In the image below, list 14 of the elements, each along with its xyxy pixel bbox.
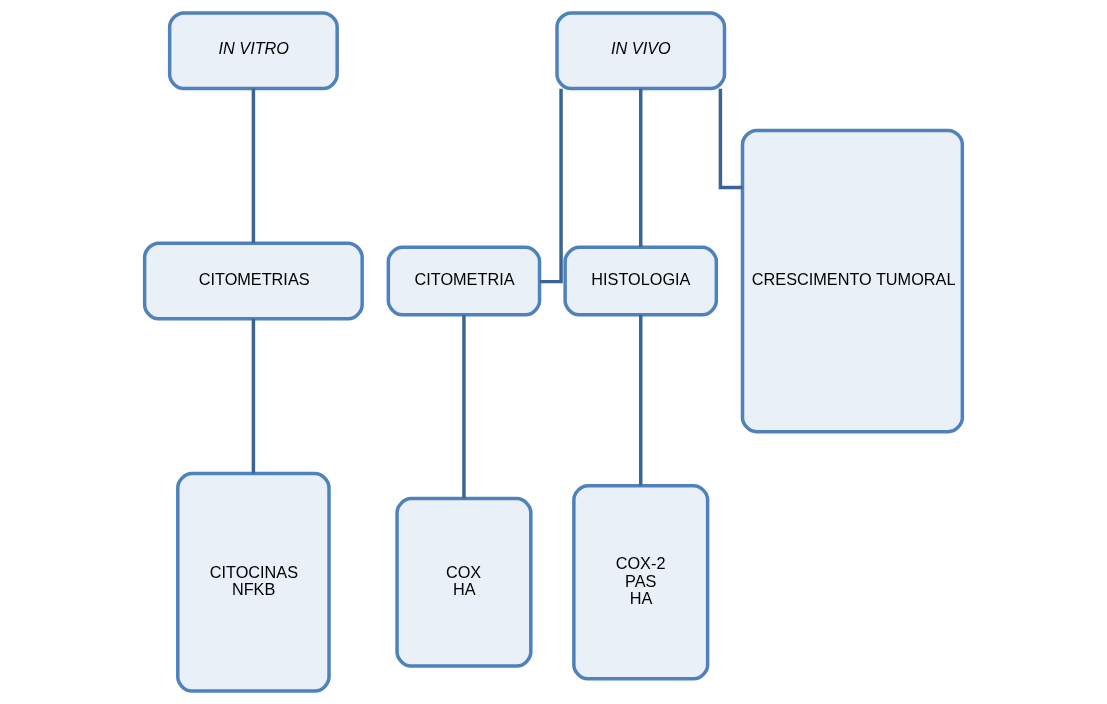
connector <box>462 315 466 499</box>
connector <box>639 88 643 248</box>
node-box: COX-2 PAS HA <box>572 484 710 681</box>
node-box: CRESCIMENTO TUMORAL <box>740 128 965 434</box>
connector <box>251 88 256 243</box>
connector <box>251 318 256 474</box>
node-box: COX HA <box>395 496 533 668</box>
connector <box>639 315 643 486</box>
node-box: CITOMETRIA <box>386 245 542 317</box>
node-box: CITOMETRIAS <box>142 241 364 321</box>
node-box: CITOCINAS NFKB <box>176 471 331 693</box>
node-box: IN VIVO <box>555 11 727 91</box>
node-box: IN VITRO <box>167 11 339 91</box>
node-box: HISTOLOGIA <box>563 245 719 317</box>
